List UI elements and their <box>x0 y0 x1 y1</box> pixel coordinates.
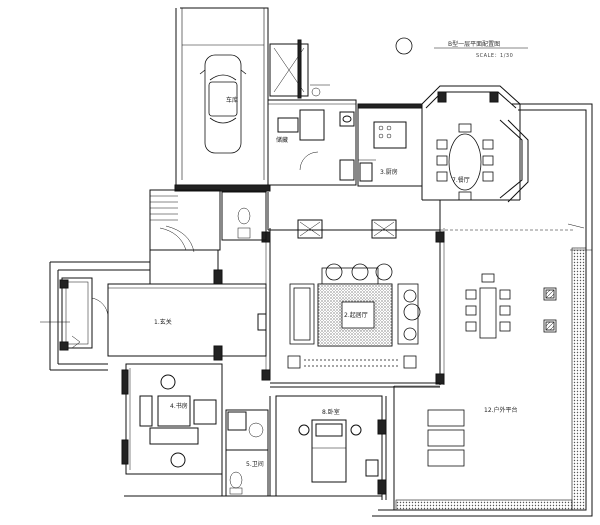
car-icon <box>199 54 247 154</box>
outdoor-dining-table-icon <box>465 273 511 339</box>
room-label-dining: 7.餐厅 <box>452 177 470 184</box>
bedroom-room <box>275 395 387 500</box>
drawing-scale: SCALE：1/30 <box>476 53 514 59</box>
room-label-garage: 车库 <box>226 97 239 104</box>
room-label-study: 4.书房 <box>170 403 188 410</box>
dining-table-icon <box>436 123 494 201</box>
utility-room <box>267 99 357 186</box>
north-marker-icon <box>395 37 413 55</box>
storage-room <box>269 39 330 99</box>
room-label-bedroom: 8.卧室 <box>322 409 340 416</box>
drawing-title: B型一层平面配置图 <box>448 41 501 48</box>
room-label-living: 2.起居厅 <box>343 312 369 319</box>
bathroom-room <box>124 364 380 497</box>
planter-border <box>395 247 587 511</box>
entrance-porch <box>40 261 150 371</box>
room-label-kitchen: 3.厨房 <box>380 169 398 176</box>
terrace-area <box>372 103 593 517</box>
room-label-bathroom: 5.卫间 <box>246 461 264 468</box>
lounge-chairs-icon <box>427 409 465 467</box>
planter-box-icons <box>543 287 557 333</box>
stairs <box>149 189 267 253</box>
foyer-walls <box>107 250 267 361</box>
room-label-foyer: 1.玄关 <box>154 319 172 326</box>
room-label-terrace: 12.户外平台 <box>484 407 518 414</box>
main-walls <box>261 192 575 388</box>
room-label-storage: 储藏 <box>276 137 289 144</box>
study-room <box>121 363 223 475</box>
dining-room <box>421 85 529 203</box>
garage-walls <box>174 7 271 192</box>
